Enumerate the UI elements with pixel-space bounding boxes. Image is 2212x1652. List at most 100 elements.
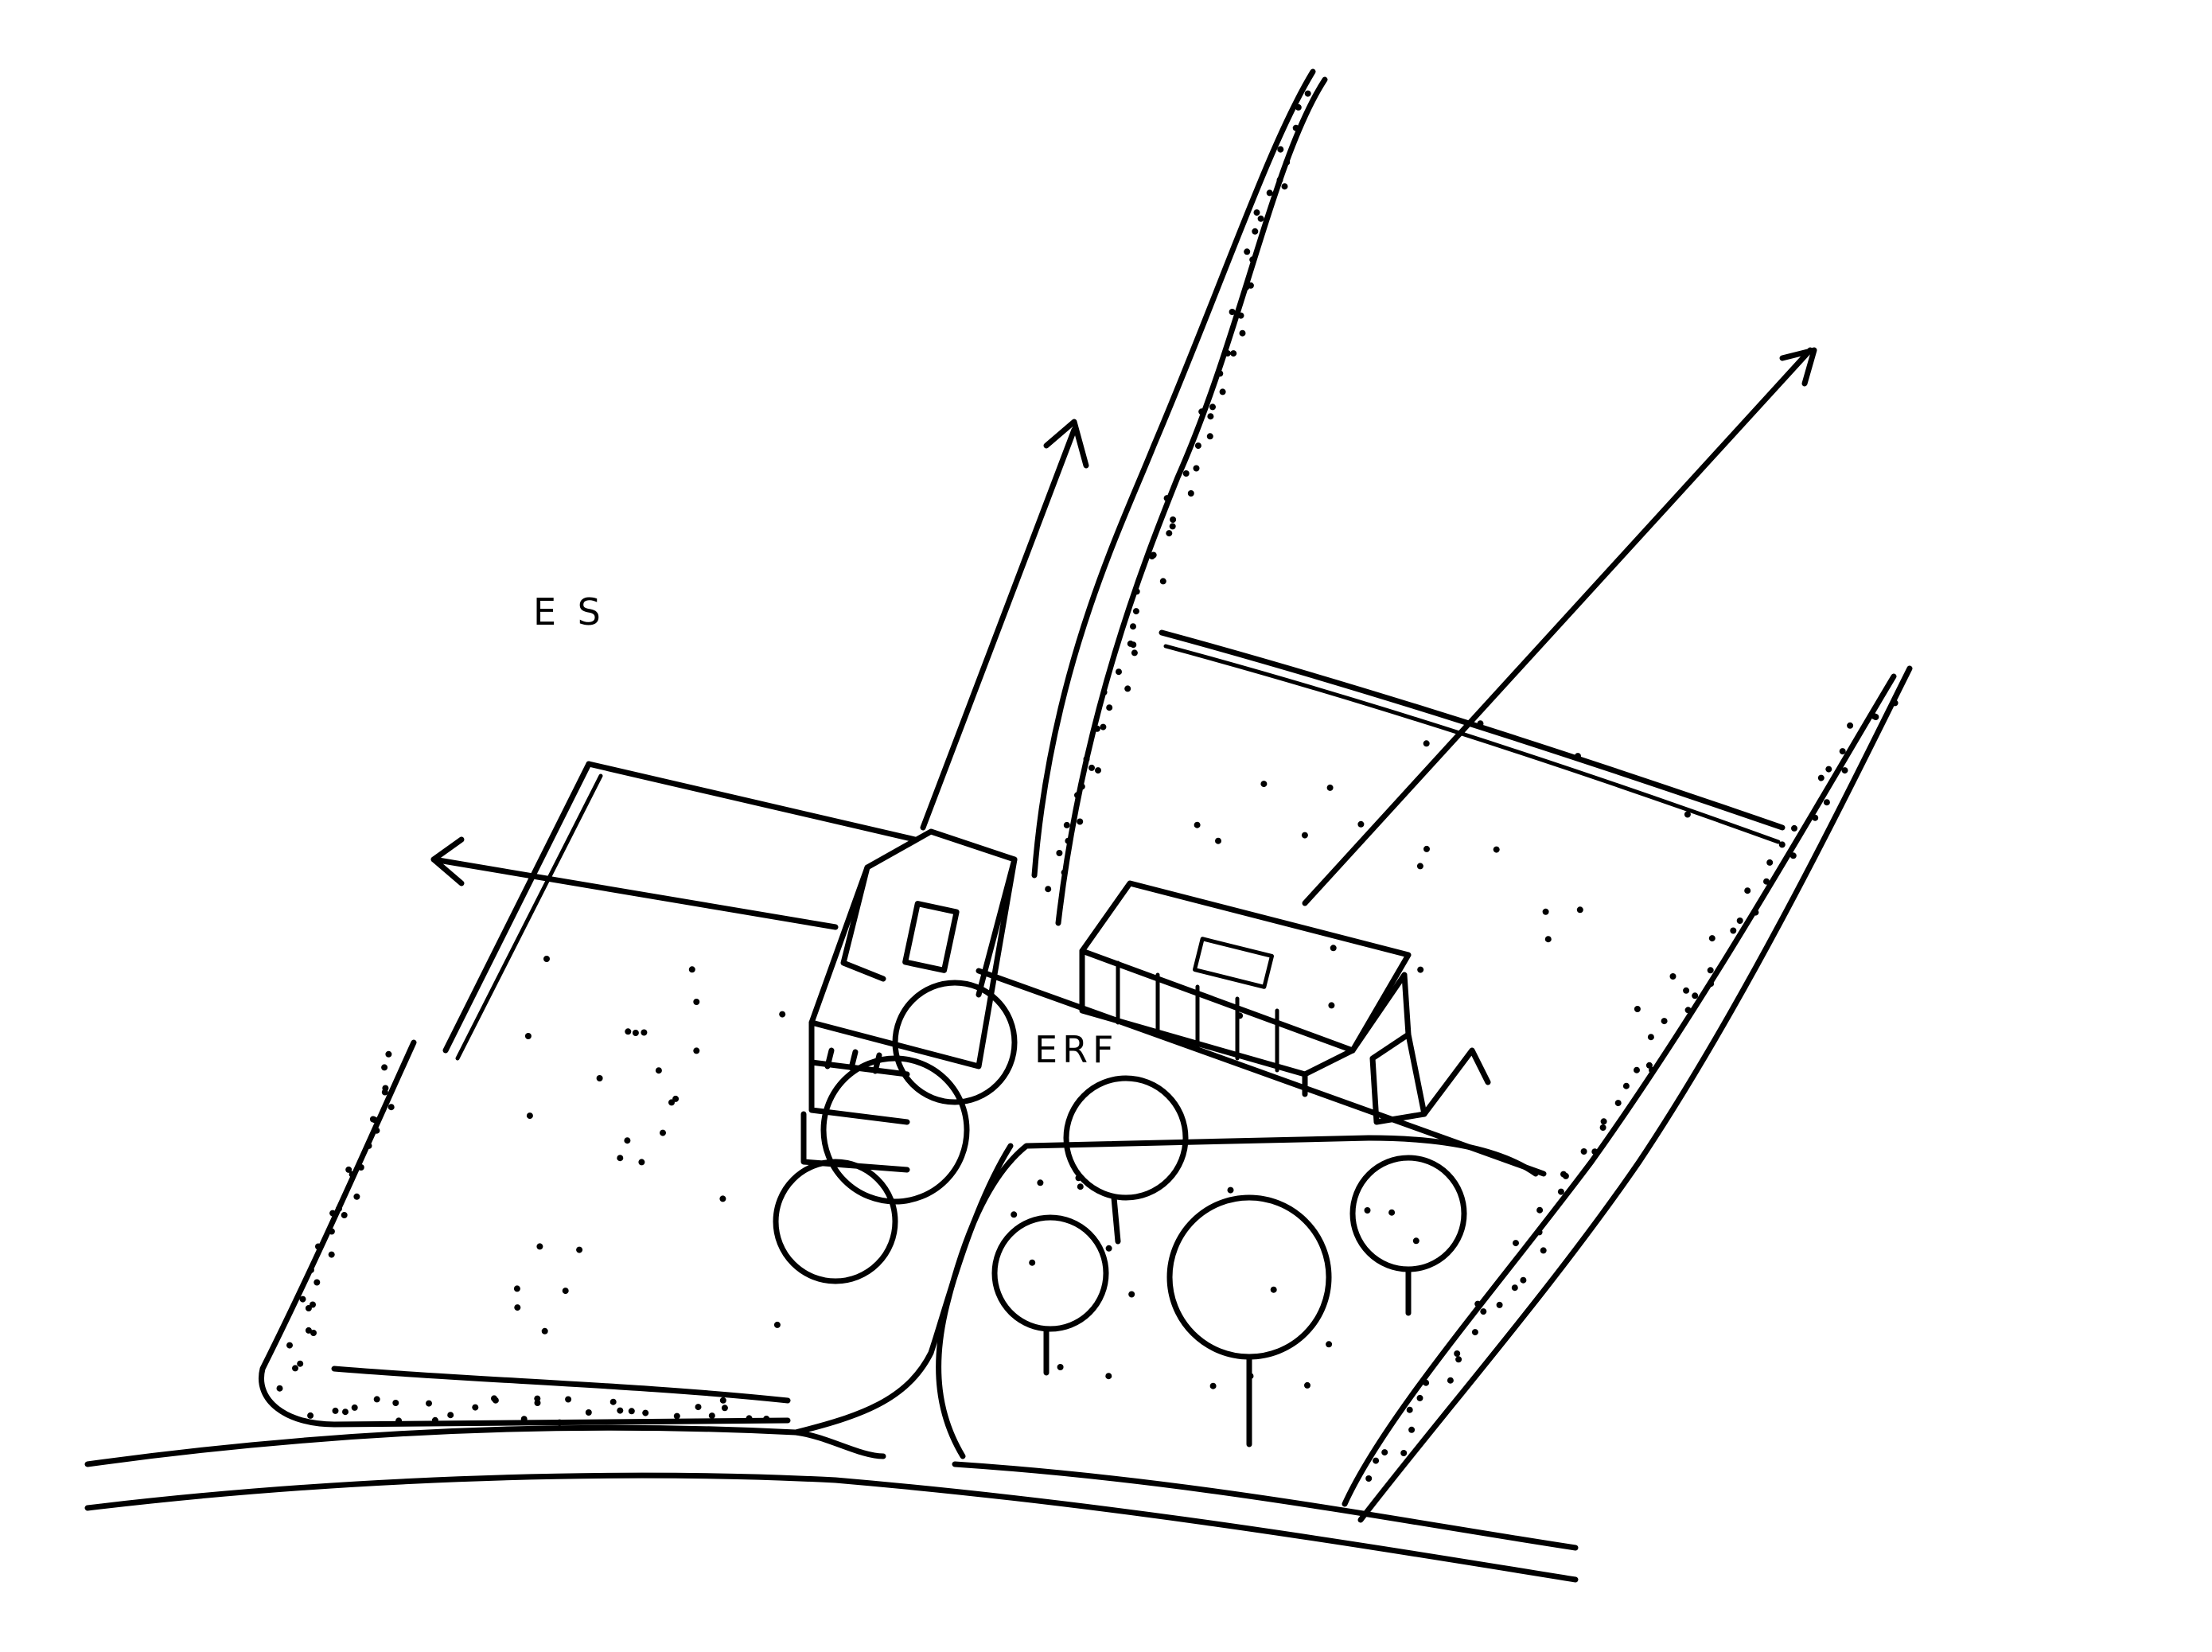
stipple-dot: [1791, 824, 1797, 832]
stipple-dot: [329, 1210, 337, 1217]
stipple-dot: [617, 1407, 624, 1414]
stipple-dot: [1270, 1286, 1277, 1293]
stipple-dot: [1708, 980, 1715, 988]
tree-canopy: [1349, 1155, 1467, 1272]
stipple-dot: [541, 1327, 548, 1334]
stipple-dot: [1423, 1379, 1430, 1386]
stipple-dot: [1105, 1245, 1112, 1252]
stipple-dot: [624, 1137, 631, 1144]
stipple-dot: [392, 1400, 399, 1406]
stipple-dot: [719, 1397, 726, 1404]
stipple-dot: [673, 1412, 680, 1420]
stipple-dot: [1244, 248, 1251, 255]
stipple-dot: [1074, 792, 1081, 799]
stipple-dot: [1683, 987, 1690, 994]
stipple-dot: [1148, 553, 1155, 559]
stipple-dot: [310, 1330, 317, 1336]
stipple-dot: [491, 1395, 497, 1402]
stipple-dot: [1124, 685, 1131, 692]
stipple-dot: [1730, 927, 1737, 934]
stipple-dot: [313, 1279, 321, 1286]
stipple-dot: [286, 1342, 293, 1349]
stipple-dot: [1423, 845, 1430, 852]
stipple-dot: [638, 1159, 645, 1166]
stipple-dot: [520, 1416, 528, 1423]
stipple-dot: [1328, 1002, 1335, 1009]
stipple-dot: [642, 1409, 649, 1416]
tree-canopy: [1166, 1194, 1332, 1360]
stipple-dot: [1536, 1229, 1543, 1236]
stipple-dot: [1454, 1350, 1461, 1357]
stipple-dot: [1239, 329, 1246, 337]
stipple-dot: [1669, 973, 1677, 980]
label-erf: ERF: [1034, 1028, 1119, 1071]
stipple-dot: [1406, 1406, 1413, 1413]
stipple-dot: [524, 1033, 532, 1039]
stipple-dot: [695, 1404, 702, 1411]
stipple-dot: [381, 1089, 388, 1096]
hedge-left: [259, 1039, 791, 1428]
stipple-dot: [1544, 936, 1552, 943]
stipple-dot: [369, 1116, 376, 1123]
stipple-dot: [565, 1396, 572, 1403]
stipple-dot: [1217, 370, 1224, 377]
arrow-northeast: [1302, 347, 1813, 906]
stipple-dot: [328, 1228, 335, 1235]
stipple-dot: [1330, 945, 1337, 952]
stipple-dot: [534, 1400, 541, 1406]
stipple-dot: [1364, 1207, 1371, 1214]
stipple-dot: [1301, 832, 1308, 839]
stipple-dot: [447, 1412, 454, 1419]
stipple-dot: [1133, 588, 1140, 595]
stipple-dot: [1580, 1148, 1587, 1155]
stipple-dot: [305, 1327, 312, 1334]
stipple-dot: [1083, 755, 1090, 762]
stipple-dot: [357, 1164, 364, 1171]
stipple-dot: [1198, 408, 1205, 415]
stipple-dot: [336, 1205, 342, 1212]
stipple-dot: [773, 1321, 781, 1328]
stipple-dot: [1304, 1381, 1310, 1389]
stipple-dot: [373, 1127, 380, 1134]
stipple-dot: [708, 1412, 715, 1420]
left-field: [331, 761, 918, 1404]
stipple-dot: [1224, 350, 1231, 357]
stipple-dot: [1536, 1206, 1544, 1214]
stipple-dot: [1471, 1329, 1478, 1336]
stipple-dot: [1166, 530, 1173, 537]
stipple-dot: [1276, 177, 1283, 184]
stipple-dot: [763, 1416, 770, 1422]
stipple-dot: [1011, 1211, 1018, 1218]
stipple-dot: [513, 1285, 520, 1292]
stipple-dot: [1511, 1284, 1518, 1292]
stipple-dot: [1477, 720, 1484, 727]
stipple-dot: [1063, 821, 1070, 828]
stipple-dot: [1170, 516, 1177, 523]
stipple-dot: [353, 1193, 360, 1200]
arrow-north: [920, 427, 1077, 831]
stipple-dot: [660, 1129, 666, 1136]
stipple-dot: [292, 1365, 298, 1372]
tree-canopy: [773, 1159, 898, 1284]
stipple-dot: [1230, 350, 1237, 357]
stipple-dot: [1029, 1259, 1036, 1266]
stipple-dot: [543, 956, 550, 962]
stipple-dot: [1130, 641, 1137, 649]
stipple-dot: [1839, 748, 1846, 755]
left-house: [800, 828, 1018, 1173]
stipple-dot: [1227, 1186, 1234, 1194]
stipple-dot: [1077, 1183, 1084, 1190]
stipple-dot: [1292, 124, 1299, 131]
stipple-dot: [609, 1398, 617, 1405]
stipple-dot: [617, 1155, 624, 1162]
stipple-dot: [1736, 918, 1743, 924]
stipple-dot: [1132, 608, 1139, 615]
stipple-dot: [1763, 878, 1770, 885]
stipple-dot: [693, 1047, 700, 1054]
field-dots: [276, 90, 1899, 1482]
stipple-dot: [1106, 704, 1113, 711]
stipple-dot: [628, 1408, 635, 1415]
right-field: [976, 629, 1786, 1177]
stipple-dot: [1326, 784, 1334, 791]
stipple-dot: [1634, 1066, 1640, 1073]
